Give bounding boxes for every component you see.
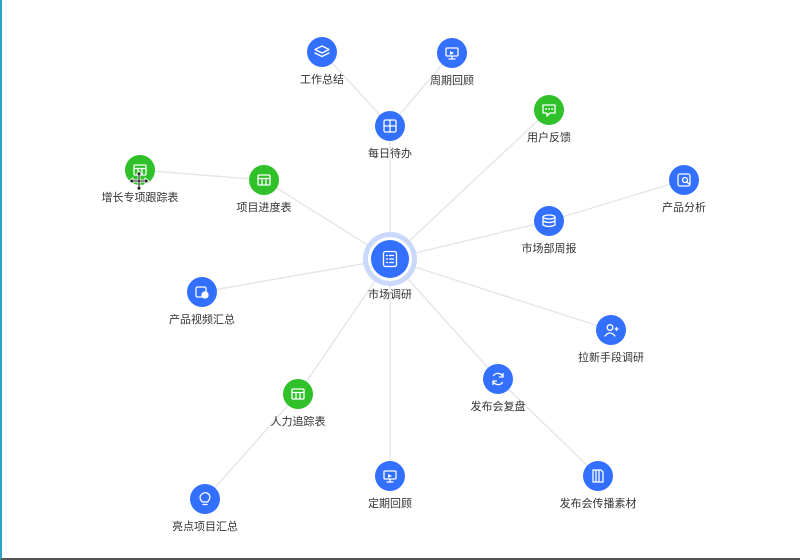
book-icon [592,469,604,483]
edge-user_feedback [389,109,550,260]
edge-weekly [389,220,550,260]
list-icon [382,250,398,268]
grid-icon [383,119,397,133]
node-circle [187,277,217,307]
node-growth-tracking[interactable]: 增长专项跟踪表 [102,155,179,204]
user-add-icon [604,324,619,337]
layers-icon [314,45,330,58]
edge-manpower [297,258,391,395]
node-cycle-review[interactable]: 周期回顾 [430,38,474,87]
node-circle [307,37,337,67]
edge-highlights [204,393,299,500]
node-label: 每日待办 [368,146,412,160]
stack-icon [542,214,556,228]
node-user-feedback[interactable]: 用户反馈 [527,95,571,144]
node-work-summary[interactable]: 工作总结 [300,37,344,86]
bulb-icon [199,492,211,506]
chart-search-icon [677,173,691,187]
move-cursor-icon [128,170,150,192]
node-label: 周期回顾 [430,74,474,87]
node-label: 发布会复盘 [471,399,526,413]
edge-growth_tracking [139,169,265,181]
node-product-video[interactable]: 产品视频汇总 [169,277,235,326]
video-icon [195,286,209,299]
edges-layer [139,51,685,500]
node-circle [249,165,279,195]
node-label: 拉新手段调研 [578,350,644,364]
node-launch-material[interactable]: 发布会传播素材 [560,461,637,510]
edge-cycle_review [389,52,453,127]
node-manpower[interactable]: 人力追踪表 [271,379,326,428]
edge-acquisition [389,258,612,331]
edge-product_video [201,258,391,293]
node-circle [583,461,613,491]
node-circle [534,206,564,236]
node-label: 用户反馈 [527,130,571,144]
node-progress[interactable]: 项目进度表 [237,165,292,214]
node-circle [190,484,220,514]
node-launch-review[interactable]: 发布会复盘 [471,364,526,413]
table-icon [257,174,271,186]
node-label: 项目进度表 [237,200,292,214]
monitor-icon [445,47,459,60]
node-daily[interactable]: 每日待办 [368,111,412,160]
node-circle [483,364,513,394]
node-label: 增长专项跟踪表 [102,190,179,204]
table-icon [291,388,305,400]
chat-icon [542,104,556,117]
node-highlights[interactable]: 亮点项目汇总 [172,484,238,533]
node-label: 工作总结 [300,72,344,86]
node-label: 市场调研 [368,287,412,301]
node-label: 产品分析 [662,200,706,214]
monitor-icon [383,470,397,483]
node-label: 人力追踪表 [271,414,326,428]
node-circle [669,165,699,195]
node-regular-review[interactable]: 定期回顾 [368,461,412,510]
node-circle [125,155,155,185]
node-label: 定期回顾 [368,496,412,510]
node-product-analysis[interactable]: 产品分析 [662,165,706,214]
node-label: 市场部周报 [522,241,577,255]
node-weekly[interactable]: 市场部周报 [522,206,577,255]
node-acquisition[interactable]: 拉新手段调研 [578,315,644,364]
edge-work_summary [321,51,391,127]
node-circle [283,379,313,409]
node-label: 亮点项目汇总 [172,519,238,533]
node-label: 发布会传播素材 [560,496,637,510]
node-market[interactable]: 市场调研 [363,232,417,301]
node-circle [534,95,564,125]
node-label: 产品视频汇总 [169,312,235,326]
refresh-icon [492,372,504,386]
edge-product_analysis [548,179,685,222]
edge-launch_material [497,378,599,477]
